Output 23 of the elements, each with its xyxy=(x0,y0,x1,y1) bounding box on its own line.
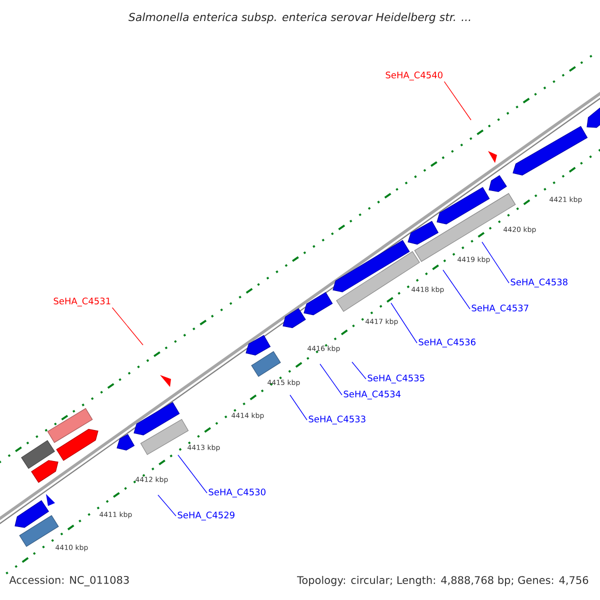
leader-line xyxy=(158,494,176,516)
leader-line xyxy=(390,302,418,344)
leader-line xyxy=(444,81,472,120)
footer-text: Topology: circular; Length: 4,888,768 bp; Genes: 4,756 xyxy=(297,576,588,586)
gene-label: SeHA_C4534 xyxy=(344,390,401,400)
gene-label: SeHA_C4536 xyxy=(418,338,476,348)
gene-label: SeHA_C4530 xyxy=(208,488,266,498)
leader-line xyxy=(442,270,470,310)
gene-label: SeHA_C4537 xyxy=(472,304,528,314)
leader-line xyxy=(320,364,342,396)
leader-line xyxy=(112,307,144,346)
footer-text: Accession: NC_011083 xyxy=(9,576,129,586)
gene-label: SeHA_C4540 xyxy=(386,72,442,80)
leader-line xyxy=(290,394,308,420)
gene-label: SeHA_C4531 xyxy=(54,298,110,306)
gene-label: SeHA_C4533 xyxy=(308,416,366,424)
title: Salmonella enterica subsp. enterica serovar Heidelberg str. ... xyxy=(128,12,470,24)
leader-line xyxy=(352,362,366,380)
leader-line xyxy=(178,454,208,494)
gene-label: SeHA_C4529 xyxy=(178,512,234,520)
leader-line xyxy=(482,242,510,284)
gene-label: SeHA_C4535 xyxy=(368,374,424,384)
gene-label: SeHA_C4538 xyxy=(510,278,568,288)
